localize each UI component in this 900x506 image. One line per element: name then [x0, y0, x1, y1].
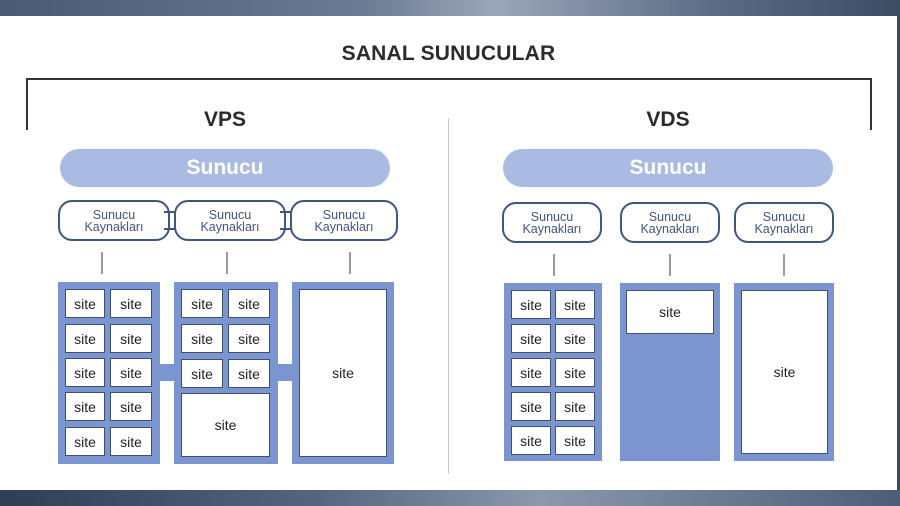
vds-resource-3-line2: Kaynakları	[754, 221, 814, 236]
vds-site: site	[511, 392, 551, 421]
vds-resource-2: Sunucu Kaynakları	[620, 202, 720, 243]
vds-site: site	[555, 358, 595, 387]
vds-site-full: site	[741, 290, 828, 454]
background-top-strip	[0, 0, 900, 16]
vds-resource-3: Sunucu Kaynakları	[734, 202, 834, 243]
vps-site: site	[65, 392, 105, 421]
vps-site: site	[65, 289, 105, 318]
vps-site: site	[228, 324, 270, 353]
vds-site: site	[555, 324, 595, 353]
vps-site: site	[110, 427, 152, 456]
vps-resource-2-line1: Sunucu	[208, 207, 252, 222]
vps-link-line-3	[349, 252, 351, 274]
vps-container-1: site site site site site site site site …	[58, 282, 160, 464]
vds-site: site	[511, 426, 551, 455]
vps-site: site	[181, 359, 223, 388]
vps-resource-3: Sunucu Kaynakları	[290, 200, 398, 241]
vps-site: site	[110, 289, 152, 318]
vps-server: Sunucu	[60, 149, 390, 187]
vds-link-line-3	[783, 254, 785, 276]
vds-title: VDS	[646, 108, 690, 131]
vps-site: site	[181, 289, 223, 318]
vds-site: site	[511, 324, 551, 353]
vps-site-full: site	[299, 289, 387, 457]
vps-container-3: site	[292, 282, 394, 464]
vps-resource-2: Sunucu Kaynakları	[174, 200, 286, 241]
vps-resource-connector	[280, 211, 292, 213]
vps-container-2: site site site site site site site	[174, 282, 278, 464]
column-divider	[448, 118, 449, 474]
vds-resource-2-line1: Sunucu	[648, 209, 692, 224]
vps-site: site	[181, 324, 223, 353]
vds-container-1: site site site site site site site site …	[504, 283, 602, 461]
vds-resource-3-line1: Sunucu	[762, 209, 806, 224]
vps-resource-connector	[164, 228, 176, 230]
vps-site: site	[228, 359, 270, 388]
vds-site: site	[626, 290, 714, 334]
vds-site: site	[555, 290, 595, 319]
vps-resource-3-line2: Kaynakları	[314, 219, 374, 234]
vps-site: site	[110, 392, 152, 421]
vps-title: VPS	[203, 108, 247, 131]
vps-resource-1-line2: Kaynakları	[84, 219, 144, 234]
diagram-title: SANAL SUNUCULAR	[341, 42, 556, 65]
vps-resource-connector	[280, 228, 292, 230]
vps-site: site	[65, 324, 105, 353]
vds-site: site	[555, 392, 595, 421]
title-bracket	[26, 78, 872, 130]
slide: SANAL SUNUCULAR VPS Sunucu Sunucu Kaynak…	[0, 16, 897, 490]
vps-site: site	[65, 358, 105, 387]
vps-resource-2-line2: Kaynakları	[200, 219, 260, 234]
vps-site: site	[228, 289, 270, 318]
background-bottom-strip	[0, 490, 900, 506]
vps-link-line-2	[226, 252, 228, 274]
vps-resource-3-line1: Sunucu	[322, 207, 366, 222]
vds-link-line-1	[553, 254, 555, 276]
vps-site: site	[65, 427, 105, 456]
vds-site: site	[555, 426, 595, 455]
vps-link-line-1	[101, 252, 103, 274]
vps-site-large: site	[181, 393, 270, 457]
vps-site: site	[110, 358, 152, 387]
vds-site: site	[511, 358, 551, 387]
vds-server: Sunucu	[503, 149, 833, 187]
vds-resource-1: Sunucu Kaynakları	[502, 202, 602, 243]
vds-resource-1-line1: Sunucu	[530, 209, 574, 224]
vds-site: site	[511, 290, 551, 319]
vps-resource-1-line1: Sunucu	[92, 207, 136, 222]
vds-link-line-2	[669, 254, 671, 276]
vds-resource-2-line2: Kaynakları	[640, 221, 700, 236]
vds-resource-1-line2: Kaynakları	[522, 221, 582, 236]
vds-container-3: site	[734, 283, 834, 461]
vps-site: site	[110, 324, 152, 353]
vps-resource-connector	[164, 211, 176, 213]
vps-resource-1: Sunucu Kaynakları	[58, 200, 170, 241]
vds-container-2: site	[620, 283, 720, 461]
